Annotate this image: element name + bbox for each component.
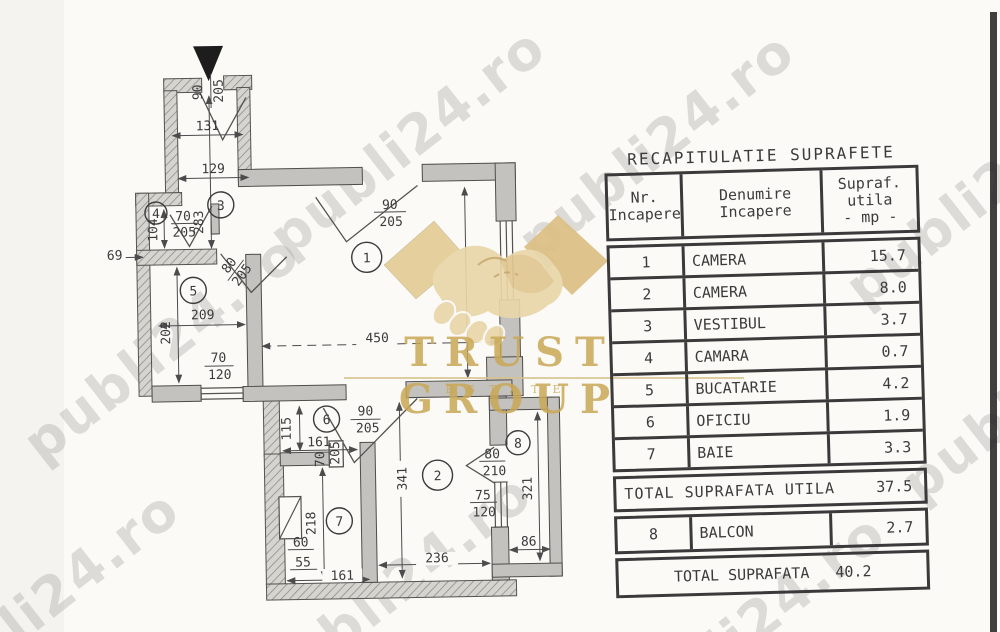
dim-55: 55 — [295, 555, 311, 570]
room2-window — [493, 481, 509, 528]
balcony-door-height: 210 — [483, 464, 507, 479]
surfaces-table: RECAPITULATIE SUPRAFETE Nr.Incapere Denu… — [604, 142, 931, 599]
dim-131: 131 — [196, 119, 220, 134]
dim-283: 283 — [192, 210, 207, 234]
room6-door-width: 90 — [357, 404, 373, 419]
closet-door — [169, 205, 213, 248]
kitchen-window-width: 70 — [211, 351, 227, 366]
bath-door-width: 70 — [313, 451, 328, 467]
handshake-logo — [384, 215, 608, 348]
bath-window-fixture — [278, 495, 303, 540]
svg-text:8: 8 — [514, 437, 522, 452]
total-utila-row: TOTAL SUPRAFATA UTILA 37.5 — [612, 467, 928, 513]
dim-60: 60 — [293, 535, 309, 550]
dim-321: 321 — [521, 477, 536, 501]
svg-text:6: 6 — [323, 413, 331, 428]
room-number-6: 6 — [312, 405, 341, 433]
dim-209: 209 — [191, 308, 215, 323]
room-number-5: 5 — [179, 276, 207, 305]
room-number-2: 2 — [421, 459, 454, 491]
room2-window-width: 75 — [475, 488, 491, 503]
balcony-door-width: 80 — [484, 447, 500, 462]
svg-text:7: 7 — [335, 515, 343, 530]
header-suprafata: Supraf.utila- mp - — [837, 172, 902, 227]
closet-door-width: 70 — [175, 209, 191, 224]
dim-161-room6: 161 — [307, 435, 331, 450]
room-number-8: 8 — [505, 430, 531, 456]
room-number-7: 7 — [325, 507, 354, 535]
closet-door-height: 205 — [172, 225, 196, 240]
entrance-door-height: 205 — [212, 79, 227, 103]
dim-69: 69 — [107, 249, 123, 264]
svg-text:4: 4 — [152, 207, 160, 222]
dim-236: 236 — [425, 551, 449, 566]
interior-walls — [151, 162, 563, 583]
dim-218: 218 — [304, 511, 319, 535]
room6-door-height: 205 — [356, 421, 380, 436]
svg-text:5: 5 — [189, 284, 197, 299]
dim-115: 115 — [280, 417, 295, 441]
entrance-door-width: 90 — [191, 84, 206, 100]
logo-subtitle: ESTATE — [445, 383, 575, 396]
room-number-3: 3 — [207, 191, 235, 219]
svg-text:1: 1 — [363, 251, 371, 266]
room1-door-height: 205 — [379, 215, 403, 230]
fraction-bars — [171, 74, 506, 571]
logo-divider — [344, 377, 744, 379]
bath-door-height: 205 — [328, 441, 343, 465]
entrance-arrow — [193, 45, 224, 82]
handshake-graphic — [384, 215, 608, 348]
paper-shade-band — [0, 0, 64, 632]
dim-341: 341 — [395, 467, 410, 491]
dim-86: 86 — [521, 534, 537, 549]
room2-window-height: 120 — [472, 505, 496, 520]
dim-161-bottom: 161 — [330, 569, 354, 584]
logo-title: TRUST GROUP — [398, 329, 622, 423]
kitchen-window-height: 120 — [208, 368, 232, 383]
kitchen-window — [200, 386, 244, 401]
room-number-1: 1 — [351, 241, 383, 274]
room1-door — [315, 184, 418, 243]
dimension-labels: 131 129 283 90 205 70 205 104 69 80 205 … — [107, 79, 537, 584]
label-backings — [322, 330, 459, 583]
svg-text:3: 3 — [217, 199, 225, 214]
balcony-door — [465, 446, 496, 484]
dim-450: 450 — [365, 331, 389, 346]
room1-door-width: 90 — [382, 198, 398, 213]
kitchen-door — [220, 253, 288, 294]
header-nr: Nr.Incapere — [607, 174, 685, 239]
scan-edge — [990, 12, 997, 632]
room-numbers: 3 4 5 1 6 7 2 8 — [144, 191, 531, 535]
room-number-4: 4 — [144, 201, 168, 225]
dim-202: 202 — [159, 321, 174, 345]
dim-129: 129 — [201, 162, 225, 177]
svg-text:2: 2 — [434, 469, 442, 484]
